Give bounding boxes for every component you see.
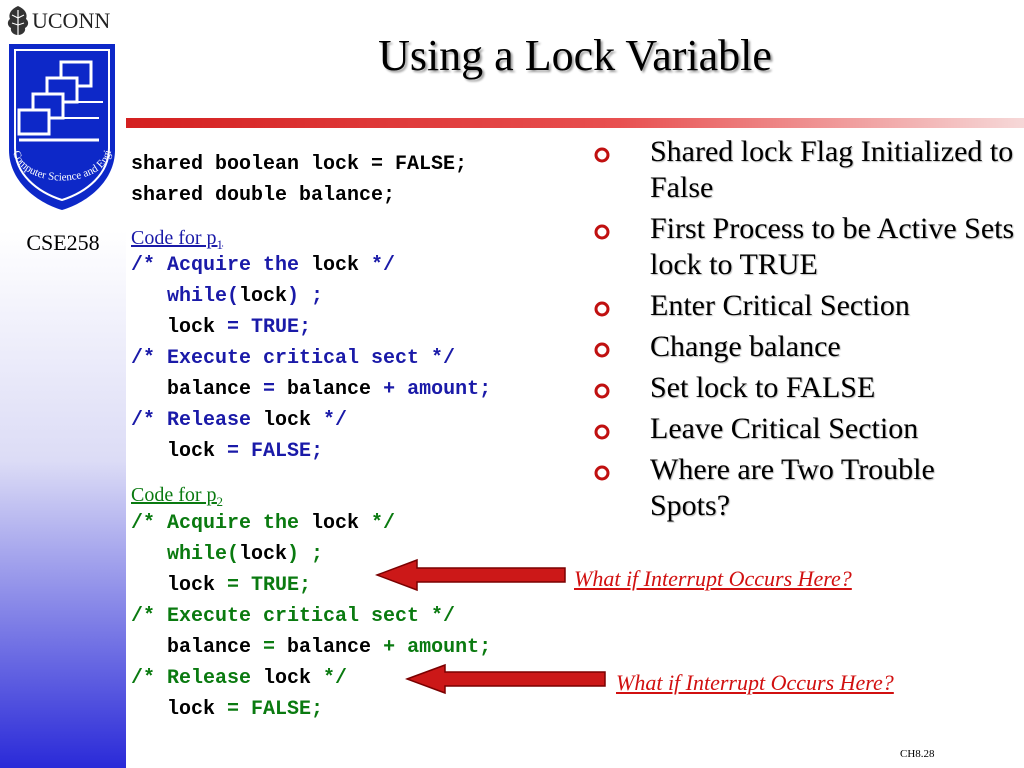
interrupt-callout-1: What if Interrupt Occurs Here? [574,566,852,591]
slide-title: Using a Lock Variable [378,31,772,80]
uconn-logo: UCONN [2,4,124,38]
bullet-item: Set lock to FALSE [590,370,1015,406]
p2-label: Code for p2 [131,484,224,509]
sidebar: UCONN Computer Science and Engineering C… [0,0,126,768]
title-divider [126,118,1024,128]
slide-number: CH8.28 [900,748,935,760]
left-arrow-icon [375,558,566,592]
p1-label: Code for p1 [131,227,224,252]
p2-code: /* Acquire the lock */ while(lock) ; loc… [131,512,492,721]
cse-seal-icon: Computer Science and Engineering [3,40,115,210]
bullet-item: Where are Two Trouble Spots? [590,452,1015,524]
shared-lock-declaration: shared boolean lock = FALSE; [131,153,468,176]
course-code: CSE258 [26,230,100,255]
bullet-ring-icon [594,465,610,481]
bullet-item: Shared lock Flag Initialized to False [590,134,1015,206]
oak-leaf-icon [7,6,29,37]
bullet-ring-icon [594,424,610,440]
bullet-item: Change balance [590,329,1015,365]
bullet-list: Shared lock Flag Initialized to False Fi… [590,134,1015,529]
bullet-item: First Process to be Active Sets lock to … [590,211,1015,283]
bullet-ring-icon [594,224,610,240]
bullet-ring-icon [594,342,610,358]
p1-code: /* Acquire the lock */ while(lock) ; loc… [131,254,492,463]
interrupt-callout-2: What if Interrupt Occurs Here? [616,670,894,695]
left-arrow-icon [405,663,606,695]
uconn-wordmark: UCONN [32,8,111,33]
bullet-ring-icon [594,383,610,399]
shared-balance-declaration: shared double balance; [131,184,396,207]
bullet-ring-icon [594,301,610,317]
bullet-item: Enter Critical Section [590,288,1015,324]
bullet-ring-icon [594,147,610,163]
bullet-item: Leave Critical Section [590,411,1015,447]
